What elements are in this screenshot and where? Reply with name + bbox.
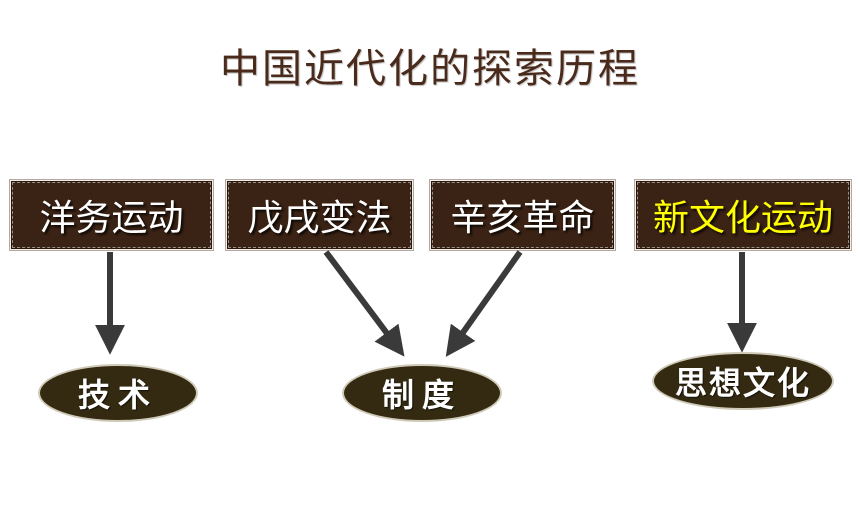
event-box-xinwenhua: 新文化运动: [636, 181, 850, 249]
arrow-xinhai-to-zhidu: [445, 250, 523, 357]
outcome-label: 制度: [381, 376, 462, 414]
event-box-yangwu: 洋务运动: [11, 181, 212, 249]
outcome-oval-jishu: 技术: [38, 364, 198, 422]
outcome-label: 思想文化: [674, 364, 811, 402]
event-label: 洋务运动: [39, 198, 184, 239]
arrow-wuxu-to-zhidu: [323, 250, 405, 357]
event-box-wuxu: 戊戌变法: [227, 181, 412, 249]
page-title: 中国近代化的探索历程: [220, 46, 640, 92]
outcome-oval-zhidu: 制度: [342, 364, 502, 422]
event-box-xinhai: 辛亥革命: [431, 181, 614, 249]
outcome-oval-sixiang-wenhua: 思想文化: [652, 352, 834, 410]
event-label: 戊戌变法: [247, 198, 392, 239]
event-label: 辛亥革命: [450, 198, 595, 239]
event-label-highlighted: 新文化运动: [652, 198, 833, 239]
outcome-label: 技术: [77, 376, 158, 414]
